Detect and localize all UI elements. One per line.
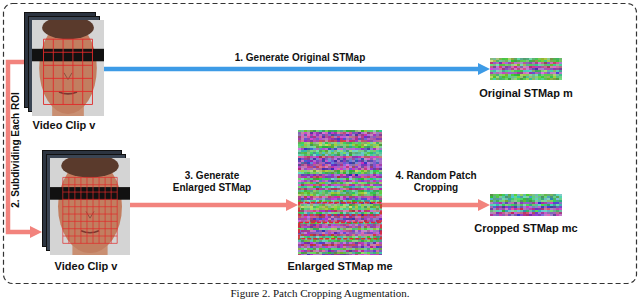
stmap-image: Enlarged STMap me xyxy=(298,130,382,255)
node-label: Video Clip v xyxy=(33,119,96,131)
stmap-image: Original STMap m xyxy=(490,58,562,80)
face-frames xyxy=(24,12,104,116)
arrow-connector xyxy=(382,203,478,208)
stmap-pixels xyxy=(298,130,382,255)
face-frames xyxy=(42,150,130,255)
step-label: 2. Subdividing Each ROI xyxy=(10,92,22,208)
node-label: Cropped STMap mc xyxy=(474,222,577,234)
node-label: Original STMap m xyxy=(479,87,573,99)
step-label: 3. Generate Enlarged STMap xyxy=(162,170,262,194)
stmap-image: Cropped STMap mc xyxy=(490,194,562,216)
video-clip: Video Clip v xyxy=(24,12,104,116)
arrow-connector xyxy=(104,67,478,72)
node-label: Enlarged STMap me xyxy=(287,260,392,272)
stmap-pixels xyxy=(490,194,562,216)
stmap-pixels xyxy=(490,58,562,80)
figure-caption: Figure 2. Patch Cropping Augmentation. xyxy=(0,287,640,300)
step-label: 4. Random Patch Cropping xyxy=(389,170,484,194)
node-label: Video Clip v xyxy=(55,260,118,272)
video-clip: Video Clip v xyxy=(42,150,130,255)
step-label: 1. Generate Original STMap xyxy=(235,52,366,64)
arrow-connector xyxy=(130,203,286,208)
